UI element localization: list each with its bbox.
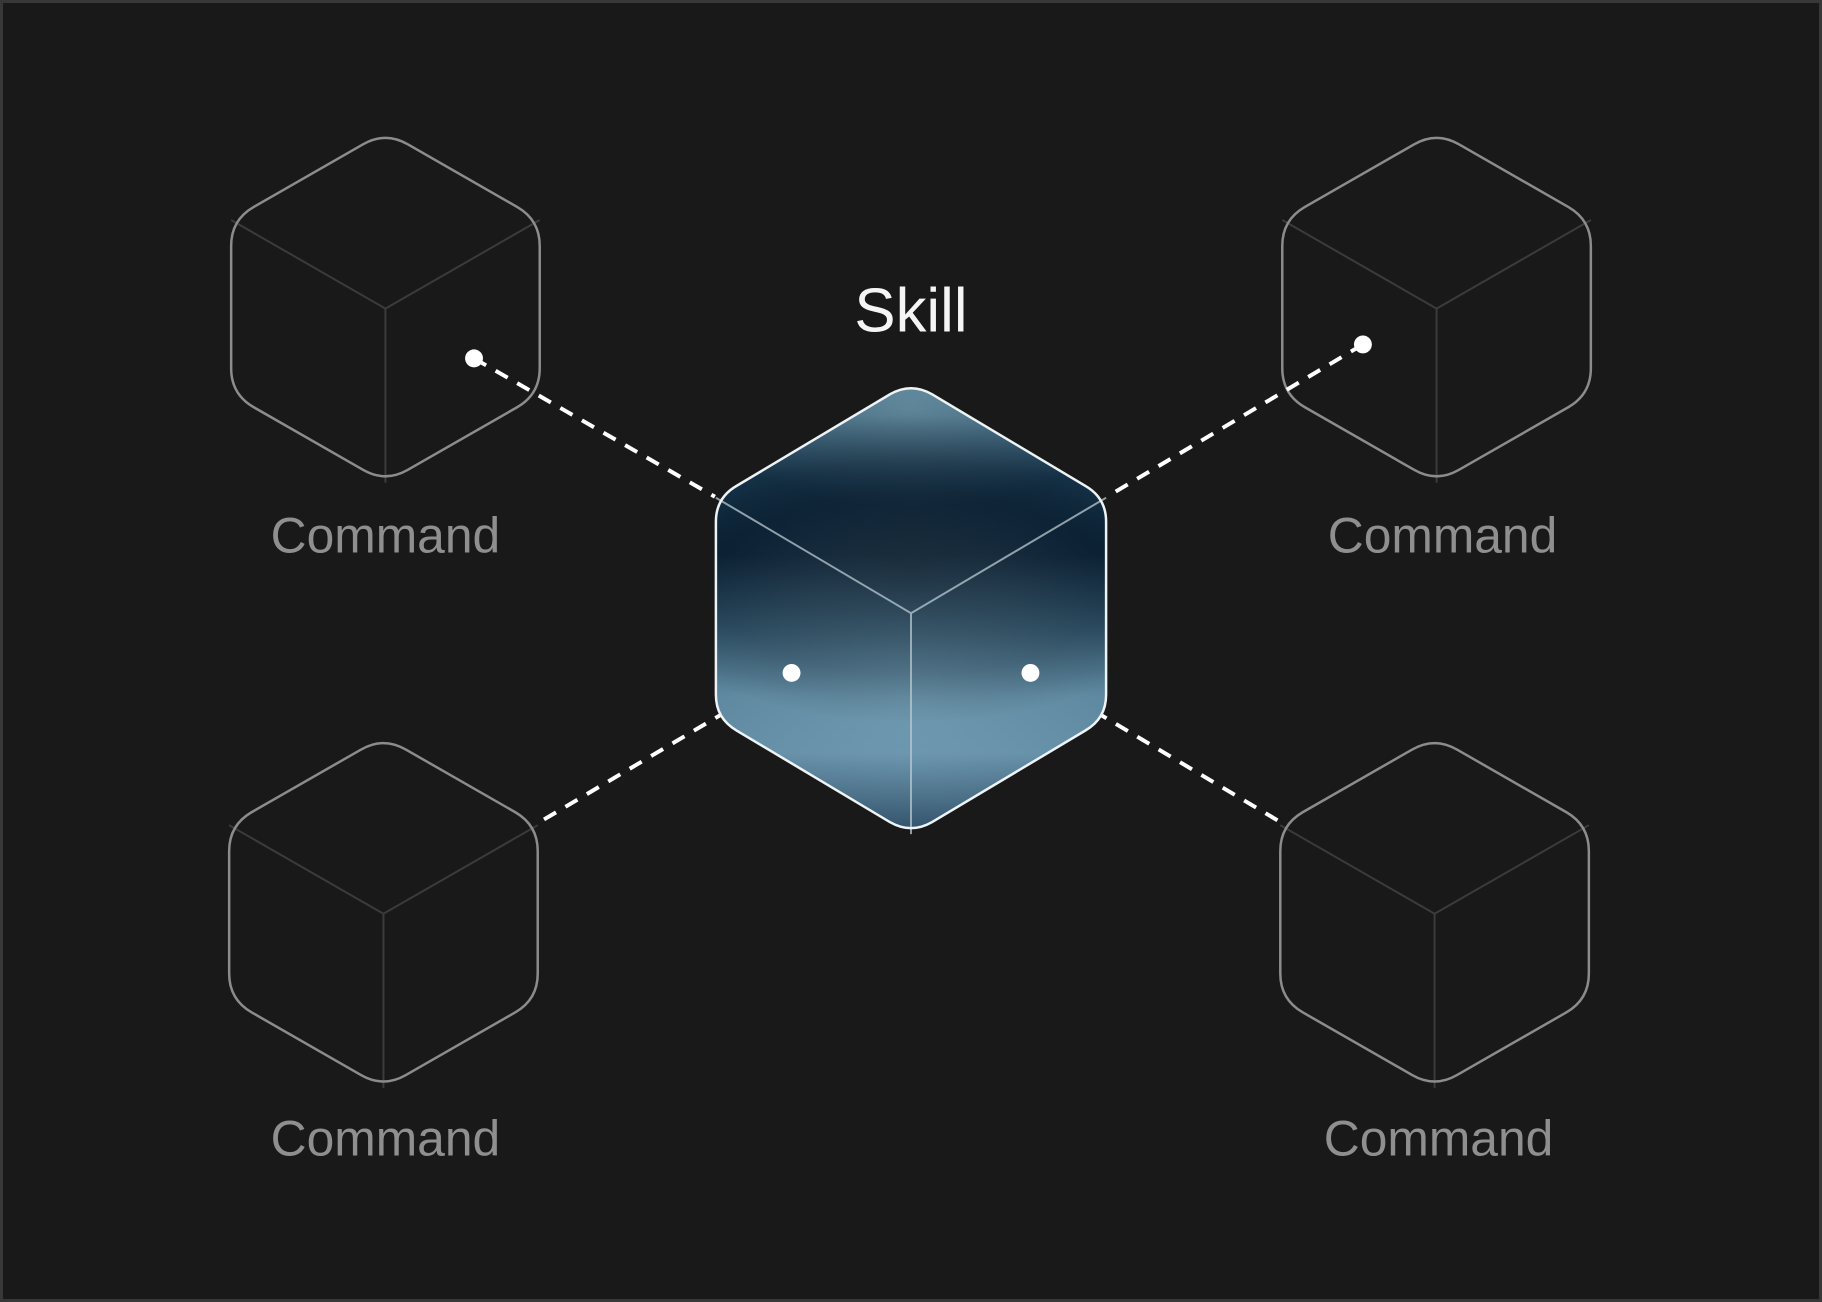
command-cube-bottom-left bbox=[227, 741, 539, 1090]
connector-bottom-left-dot bbox=[782, 663, 801, 682]
skill-cube-outline bbox=[714, 386, 1108, 830]
skill-label: Skill bbox=[854, 276, 967, 345]
command-label-bottom-left: Command bbox=[271, 1111, 501, 1167]
command-cube-top-left bbox=[229, 136, 541, 485]
connector-bottom-right-dot bbox=[1021, 663, 1040, 682]
skill-command-diagram: Skill Command Command Command Command bbox=[227, 136, 1593, 1167]
command-cube-top-right bbox=[1281, 136, 1593, 485]
connector-top-right-dot bbox=[1353, 335, 1372, 354]
connector-top-left bbox=[465, 349, 716, 499]
skill-cube bbox=[714, 386, 1108, 835]
connector-top-left-dot bbox=[465, 349, 483, 368]
connector-top-right bbox=[1106, 335, 1372, 499]
command-label-top-left: Command bbox=[271, 507, 501, 563]
connector-top-right-line bbox=[1106, 342, 1364, 499]
command-label-top-right: Command bbox=[1328, 507, 1558, 563]
connector-top-left-line bbox=[473, 356, 716, 499]
command-label-bottom-right: Command bbox=[1324, 1111, 1554, 1167]
command-cube-bottom-right bbox=[1279, 741, 1591, 1090]
skill-cube-inner-edges bbox=[715, 496, 1107, 835]
